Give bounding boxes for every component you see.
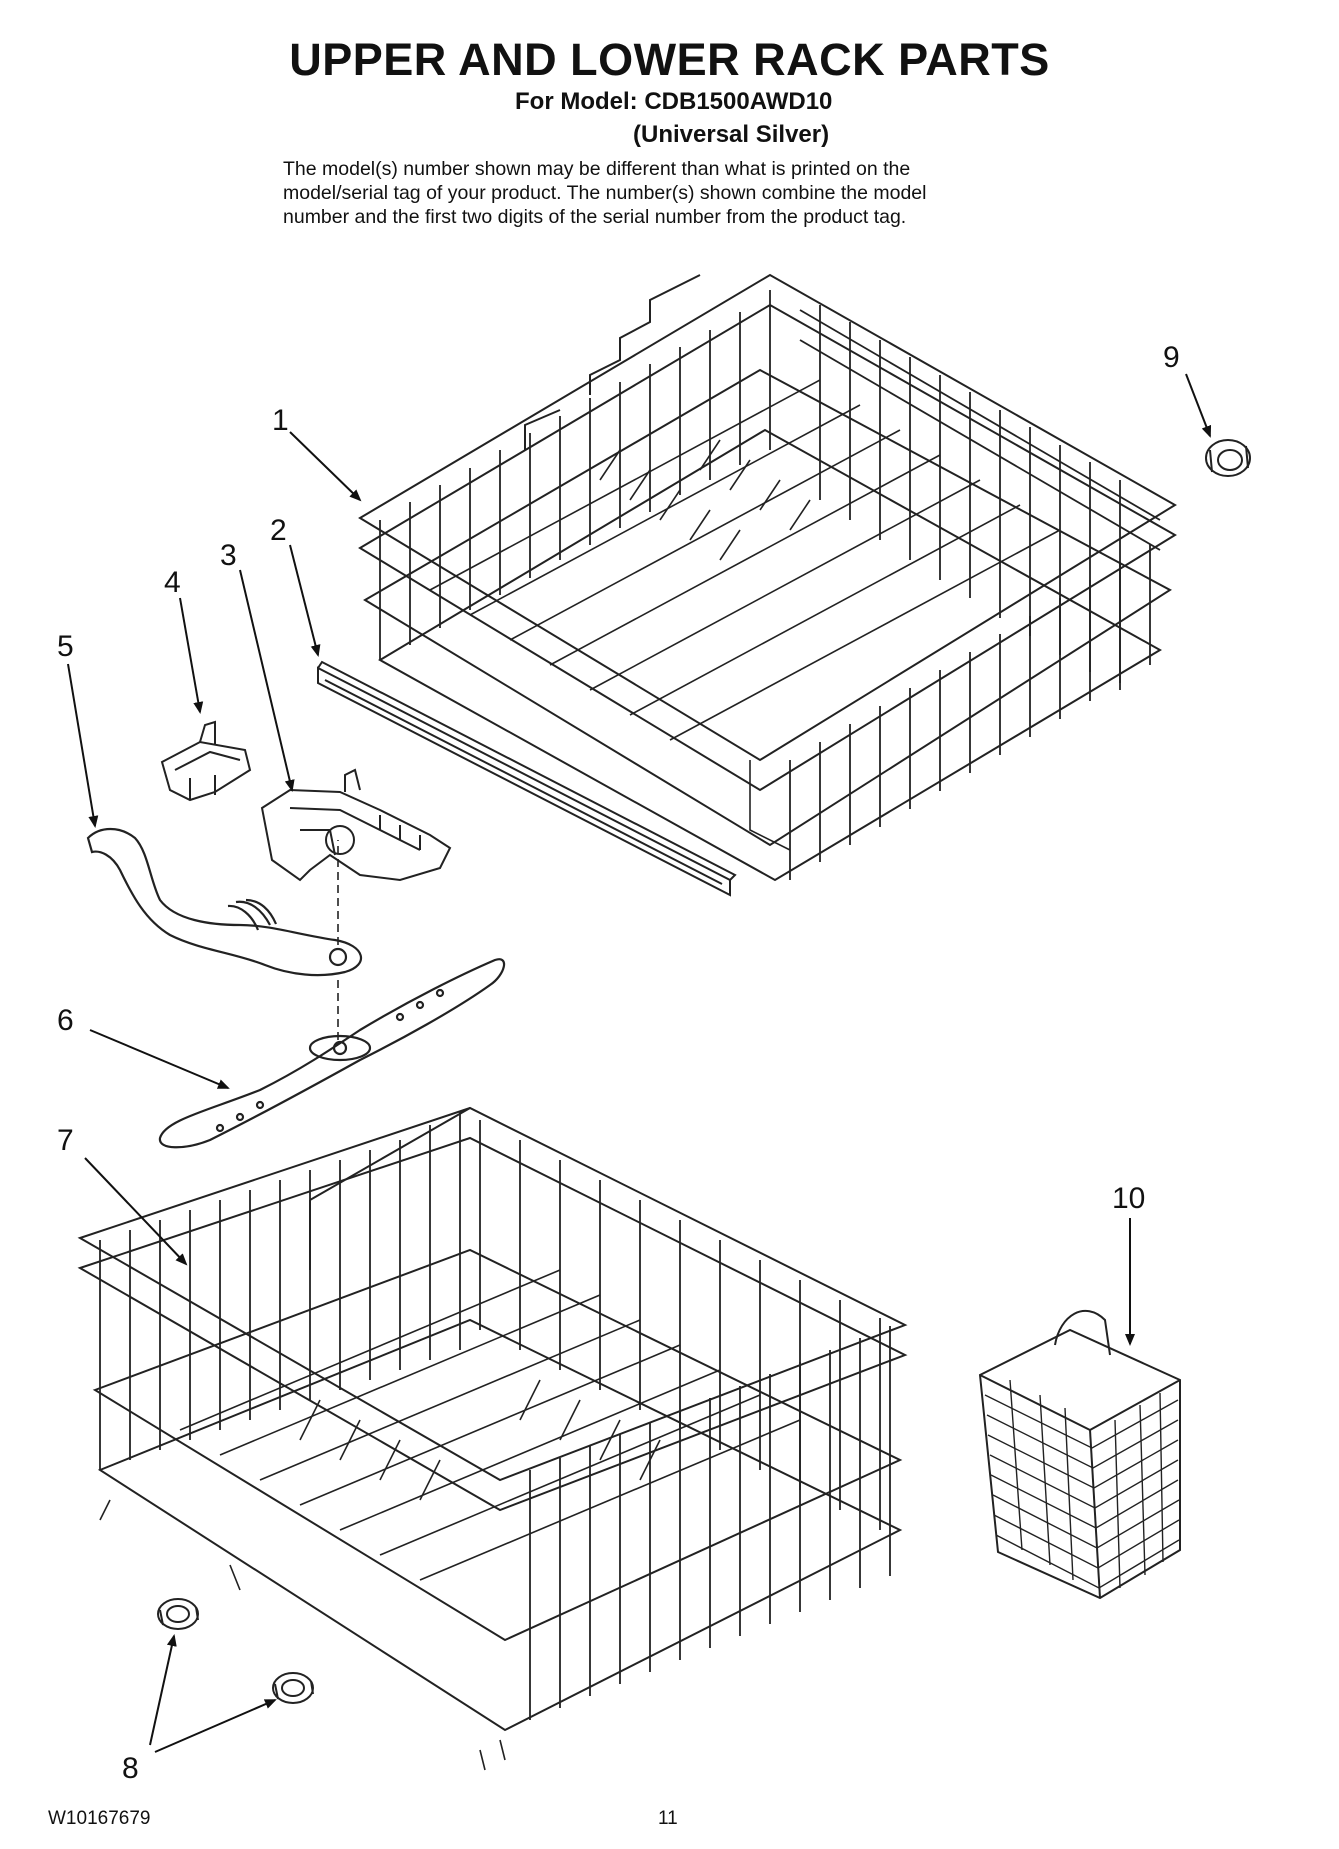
callout-5: 5	[57, 630, 74, 663]
upper-rack	[358, 273, 1177, 882]
variant-line: (Universal Silver)	[633, 121, 830, 148]
note-line-3: number and the first two digits of the s…	[283, 206, 907, 228]
rack-wheel	[157, 1598, 199, 1630]
callout-3: 3	[220, 539, 237, 572]
callout-8: 8	[122, 1752, 139, 1785]
callout-7: 7	[57, 1124, 74, 1157]
document-id: W10167679	[48, 1808, 151, 1829]
leader-lines	[67, 373, 1212, 1753]
page-number: 11	[658, 1808, 678, 1829]
callout-6: 6	[57, 1004, 74, 1037]
lower-rack	[77, 1106, 908, 1771]
leader-8a	[149, 1634, 177, 1746]
leader-1	[289, 431, 362, 502]
leader-2	[289, 544, 321, 657]
leader-5	[67, 663, 99, 828]
model-note: The model(s) number shown may be differe…	[283, 157, 1083, 229]
leader-3	[239, 569, 295, 792]
model-line: For Model: CDB1500AWD10	[515, 88, 833, 115]
silverware-basket	[978, 1309, 1181, 1600]
callout-4: 4	[164, 566, 181, 599]
clip	[160, 720, 252, 802]
leader-4	[179, 597, 204, 714]
rack-stop	[1205, 439, 1251, 477]
note-line-1: The model(s) number shown may be differe…	[283, 158, 911, 180]
callout-9: 9	[1163, 341, 1180, 374]
callout-2: 2	[270, 514, 287, 547]
leader-9	[1185, 373, 1212, 438]
leader-8b	[154, 1699, 277, 1753]
callout-1: 1	[272, 404, 289, 437]
manifold	[260, 768, 452, 882]
leader-7	[84, 1157, 188, 1266]
rack-wheel	[272, 1672, 314, 1704]
callout-10: 10	[1112, 1182, 1145, 1215]
rack-rail	[317, 660, 737, 897]
leader-6	[89, 1029, 230, 1089]
lower-spray-arm	[158, 958, 506, 1149]
note-line-2: model/serial tag of your product. The nu…	[283, 182, 927, 204]
supply-tube	[86, 827, 363, 977]
page-title: UPPER AND LOWER RACK PARTS	[289, 34, 1050, 85]
